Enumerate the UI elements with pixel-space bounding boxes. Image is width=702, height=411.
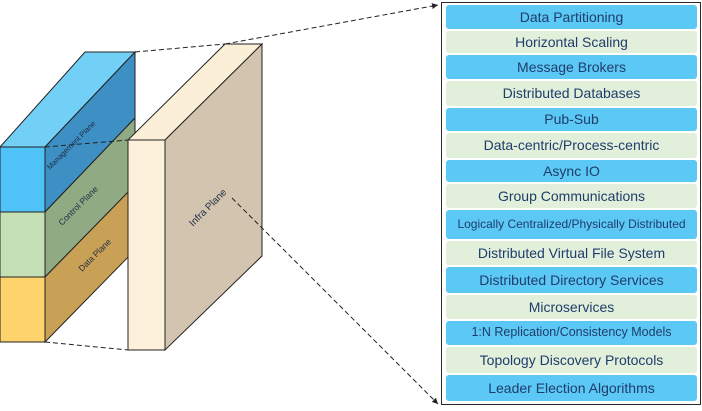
list-item: Async IO: [446, 160, 697, 182]
projection-line-mid: [44, 139, 129, 148]
infra-plane-side: [164, 42, 263, 352]
arrow-to-panel-top: [224, 3, 439, 45]
arrow-to-panel-bottom: [231, 197, 439, 405]
data-plane-front: [0, 276, 46, 343]
list-item: Pub-Sub: [446, 108, 697, 131]
list-item: Topology Discovery Protocols: [446, 347, 697, 373]
projection-line-bottom: [44, 341, 129, 351]
list-item: Leader Election Algorithms: [446, 375, 697, 401]
list-item: Logically Centralized/Physically Distrib…: [446, 210, 697, 239]
list-item: Data Partitioning: [446, 5, 697, 29]
list-item: Distributed Databases: [446, 81, 697, 106]
list-item: Distributed Directory Services: [446, 267, 697, 293]
list-item: Data-centric/Process-centric: [446, 133, 697, 158]
projection-line-top: [134, 43, 226, 53]
control-plane-front: [0, 211, 46, 278]
list-item: Horizontal Scaling: [446, 31, 697, 53]
list-item: Group Communications: [446, 184, 697, 208]
list-item: Message Brokers: [446, 55, 697, 79]
infra-plane-front: [127, 139, 166, 351]
list-item: Distributed Virtual File System: [446, 241, 697, 265]
distributed-concepts-panel: Data Partitioning Horizontal Scaling Mes…: [441, 2, 701, 405]
list-item: 1:N Replication/Consistency Models: [446, 321, 697, 345]
management-plane-front: [0, 146, 46, 213]
list-item: Microservices: [446, 295, 697, 319]
